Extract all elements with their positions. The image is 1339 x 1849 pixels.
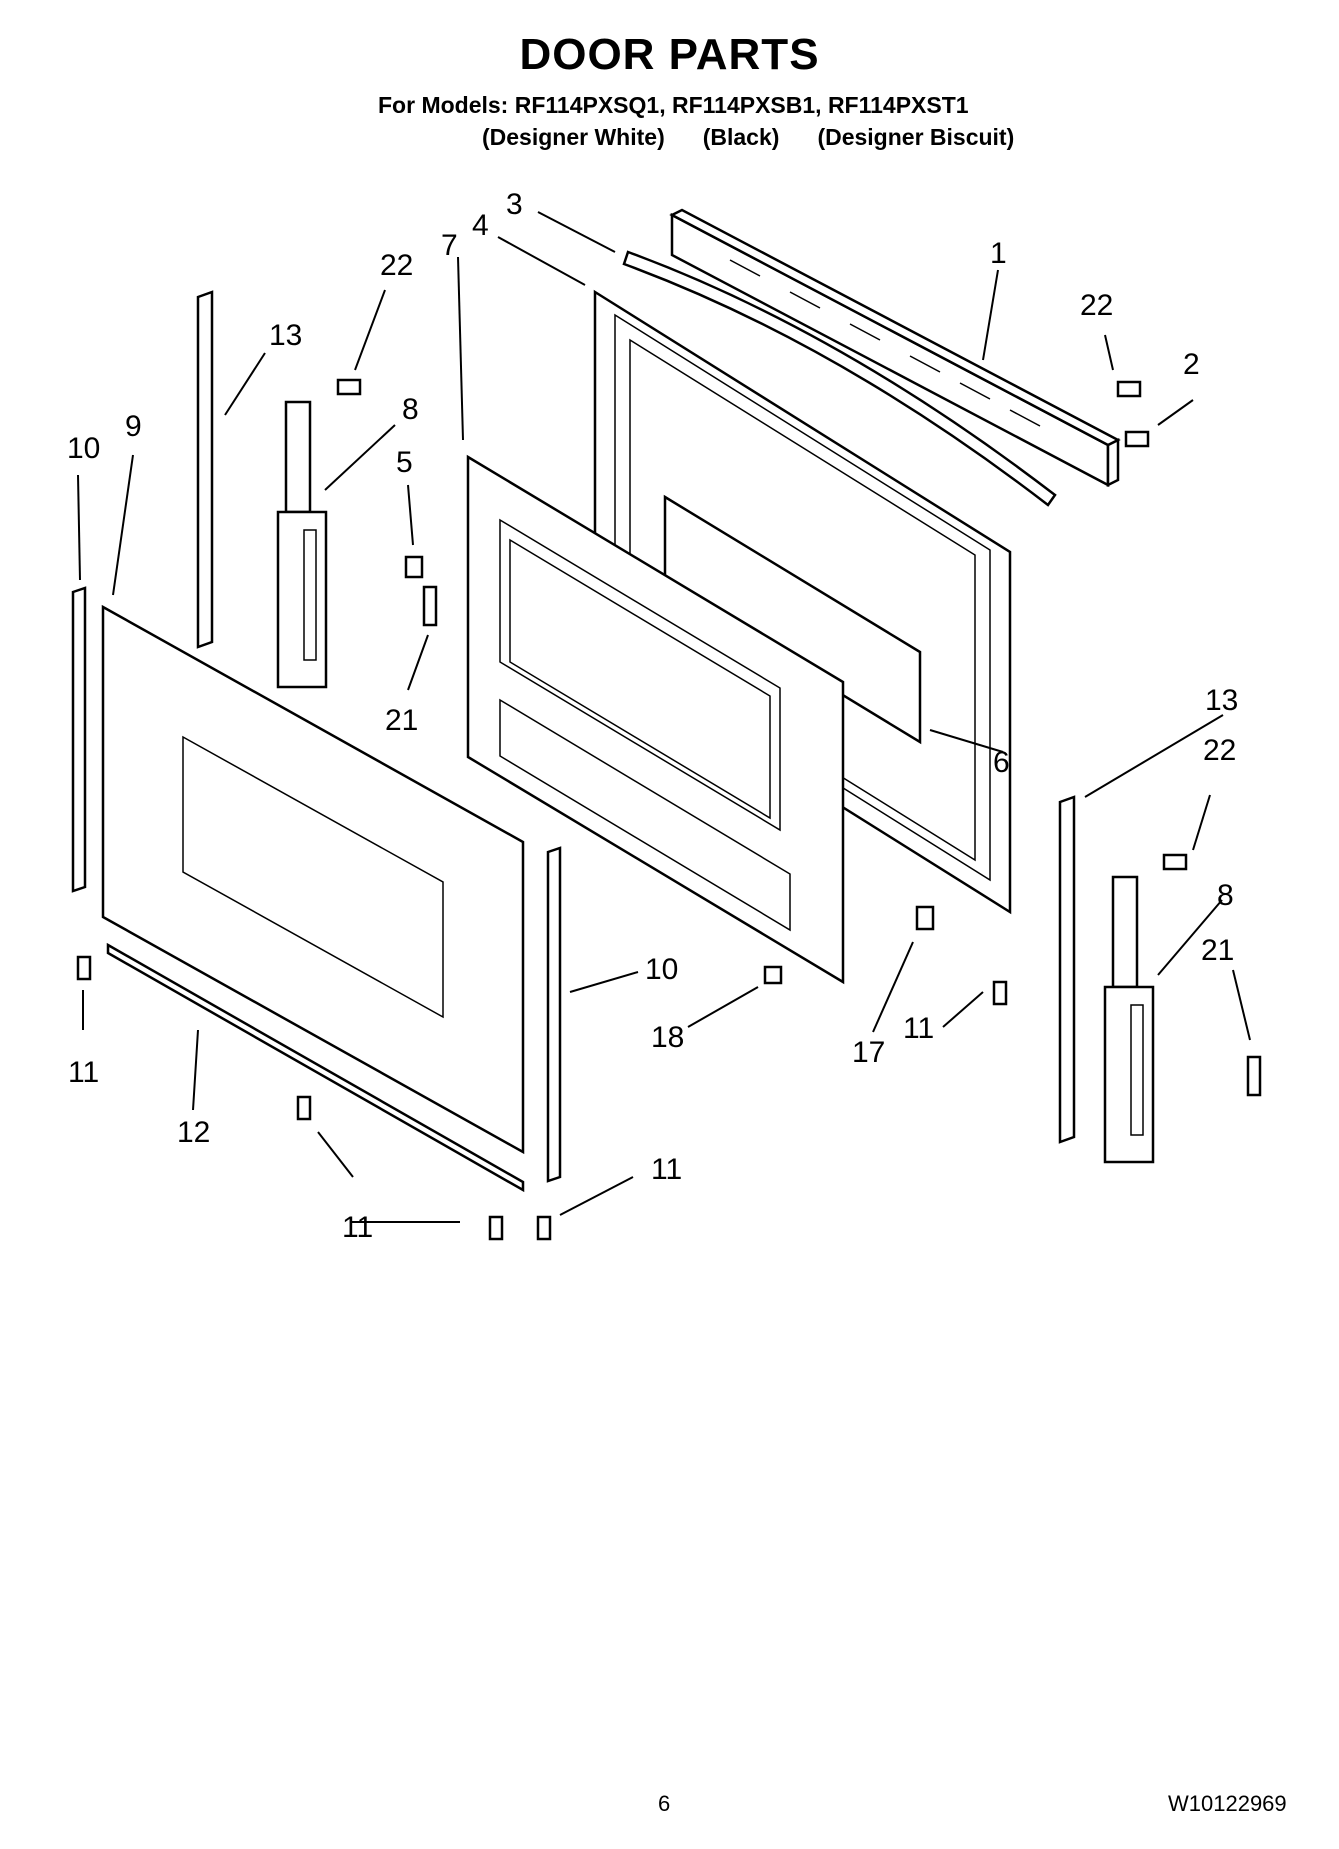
callout-labels: 1 2 3 4 5 6 7 8 8 9 10 10 11 11 11 11 11… [67,188,1238,1244]
page-number: 6 [658,1791,671,1816]
page-title: DOOR PARTS [519,30,820,79]
color-black: (Black) [702,124,780,150]
part-12-bottom-trim [106,942,525,1193]
color-designer-biscuit: (Designer Biscuit) [817,124,1015,150]
callout-2: 2 [1183,348,1200,381]
part-11-screw-a [76,955,92,981]
callout-11-center: 11 [903,1012,934,1045]
part-11-screw-c [488,1215,504,1241]
callout-8-right: 8 [1217,879,1234,912]
callout-7: 7 [441,229,458,262]
callout-22-top-right: 22 [1080,289,1113,322]
callout-6: 6 [993,746,1010,779]
part-9-outer-door-glass [101,604,525,1155]
callout-10-right: 10 [645,953,678,986]
callout-13-left: 13 [269,319,302,352]
part-10-side-trim-right [546,846,562,1183]
part-11-screw-d [536,1215,552,1241]
part-22-screw-right [1162,853,1188,871]
part-5-screw [404,555,424,579]
callout-11-bottom: 11 [342,1211,373,1244]
callout-22-left: 22 [380,249,413,282]
callout-8-left: 8 [402,393,419,426]
part-3-door-handle [622,250,1057,507]
callout-10-left: 10 [67,432,100,465]
callout-5: 5 [396,446,413,479]
callout-11-left: 11 [68,1056,99,1089]
part-8-hinge-right [1103,875,1155,1164]
callout-4: 4 [472,209,489,242]
part-11-screw-e [992,980,1008,1006]
callout-12: 12 [177,1116,210,1149]
part-21-shim-left [422,585,438,627]
part-11-screw-b [296,1095,312,1121]
model-colors: (Designer White) (Black) (Designer Biscuit… [482,124,1052,151]
leader-lines [77,211,1251,1223]
part-21-shim-right [1246,1055,1262,1097]
part-18-bumper [763,965,783,985]
part-17-clip [915,905,935,931]
color-designer-white: (Designer White) [482,124,665,150]
callout-9: 9 [125,410,142,443]
callout-17: 17 [852,1036,885,1069]
models-line: For Models: RF114PXSQ1, RF114PXSB1, RF11… [378,92,969,118]
part-7-inner-door-panel [466,454,845,985]
callout-21-right: 21 [1201,934,1234,967]
document-number: W10122969 [1168,1791,1287,1816]
part-13-hinge-receiver-left [196,290,214,649]
callout-1: 1 [990,237,1007,270]
part-13-hinge-receiver-right [1058,795,1076,1144]
part-10-side-trim-left [71,586,87,893]
callout-3: 3 [506,188,523,221]
part-1-vent-trim [669,208,1121,488]
part-6-inner-glass [663,494,922,745]
part-22-screw-left [336,378,362,396]
callout-18: 18 [651,1021,684,1054]
part-2-screw [1124,430,1150,448]
callout-22-right: 22 [1203,734,1236,767]
callout-21-left: 21 [385,704,418,737]
callout-13-right: 13 [1205,684,1238,717]
part-22-screw-top-right [1116,380,1142,398]
part-8-hinge-left [276,400,328,689]
callout-11-bottom-right: 11 [651,1153,682,1186]
